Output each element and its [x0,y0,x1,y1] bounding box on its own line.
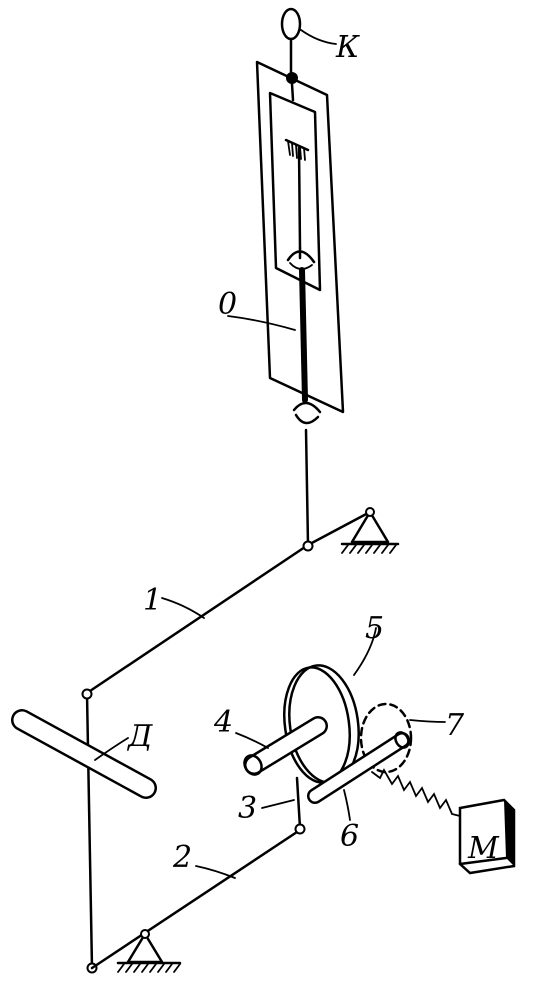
label-k: К [335,30,360,65]
label-7: 7 [445,708,465,743]
spindle-0 [299,267,308,403]
left-vertical-link [85,692,94,970]
label-4: 4 [213,705,233,740]
hinge-left-top [81,688,93,700]
shaft-4: 4 [213,705,328,776]
label-d: Д [126,719,153,754]
label-m: М [467,831,500,866]
motor-m: М [458,798,516,875]
upper-rod [290,82,295,102]
scale-comb [284,138,310,250]
lever-1 [85,543,310,695]
link-3 [295,776,302,830]
clutch-7: 7 [359,702,465,774]
label-6: 6 [340,819,359,854]
inner-window [268,91,322,292]
shaft-6: 6 [307,731,410,854]
lower-ground-support [116,929,182,973]
pointer-cup [286,246,316,270]
label-1: 1 [143,583,162,618]
label-0: 0 [218,287,237,322]
bar-d: Д [11,709,157,799]
lower-cup-joint [292,401,322,425]
lever-2 [90,828,302,970]
hinge-lever-2 [294,823,306,835]
label-5: 5 [365,611,384,646]
knob-k: К [280,7,360,84]
spring [371,768,461,817]
upper-ground-support [306,507,400,554]
hinge-upper [302,540,314,552]
vertical-link-upper [304,428,310,547]
label-3: 3 [238,791,257,826]
outer-frame [255,60,345,414]
label-2: 2 [172,840,192,875]
